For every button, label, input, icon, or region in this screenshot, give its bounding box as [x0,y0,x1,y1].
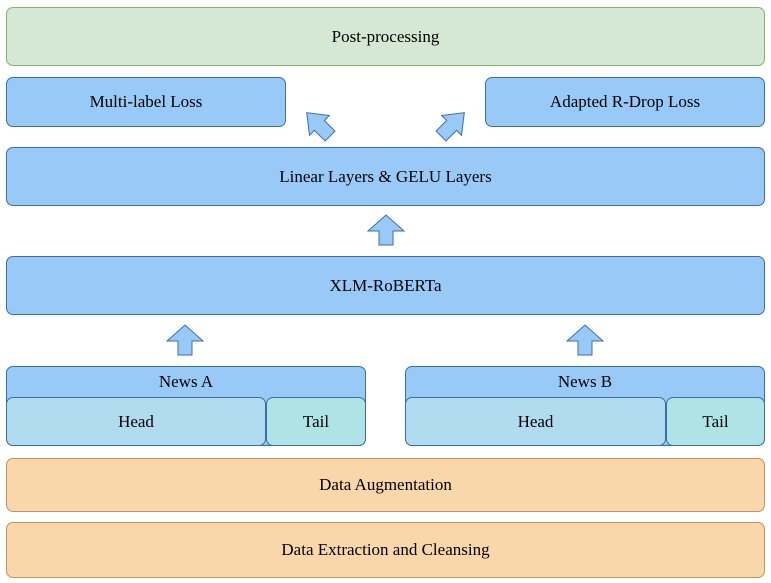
news-a-title: News A [158,372,214,391]
arrow-to-rdrop-loss [433,104,473,144]
arrow-to-multilabel-loss [298,104,338,144]
post-processing-label: Post-processing [331,26,440,46]
linear-gelu-label: Linear Layers & GELU Layers [279,166,492,186]
news-a-tail-box: Tail [266,397,366,446]
arrow-up-to-linear [366,214,406,246]
multilabel-loss-box: Multi-label Loss [6,77,286,127]
data-augmentation-box: Data Augmentation [6,458,765,512]
rdrop-loss-box: Adapted R-Drop Loss [485,77,765,127]
news-a-tail-label: Tail [302,411,330,431]
xlm-roberta-box: XLM-RoBERTa [6,256,765,315]
news-a-head-label: Head [118,411,154,431]
news-b-head-label: Head [517,411,554,431]
rdrop-loss-label: Adapted R-Drop Loss [549,92,701,111]
xlm-roberta-label: XLM-RoBERTa [329,275,442,295]
news-b-title: News B [557,372,613,391]
news-a-head-box: Head [6,397,266,446]
news-b-tail-label: Tail [702,411,729,431]
data-augmentation-label: Data Augmentation [319,475,452,494]
data-extraction-box: Data Extraction and Cleansing [6,522,765,578]
post-processing-box: Post-processing [6,7,765,66]
multilabel-loss-label: Multi-label Loss [89,92,203,111]
news-b-head-box: Head [405,397,666,446]
data-extraction-label: Data Extraction and Cleansing [281,540,490,559]
arrow-up-from-news-b [565,324,605,356]
news-b-tail-box: Tail [666,397,765,446]
linear-gelu-box: Linear Layers & GELU Layers [6,147,765,206]
arrow-up-from-news-a [165,324,205,356]
